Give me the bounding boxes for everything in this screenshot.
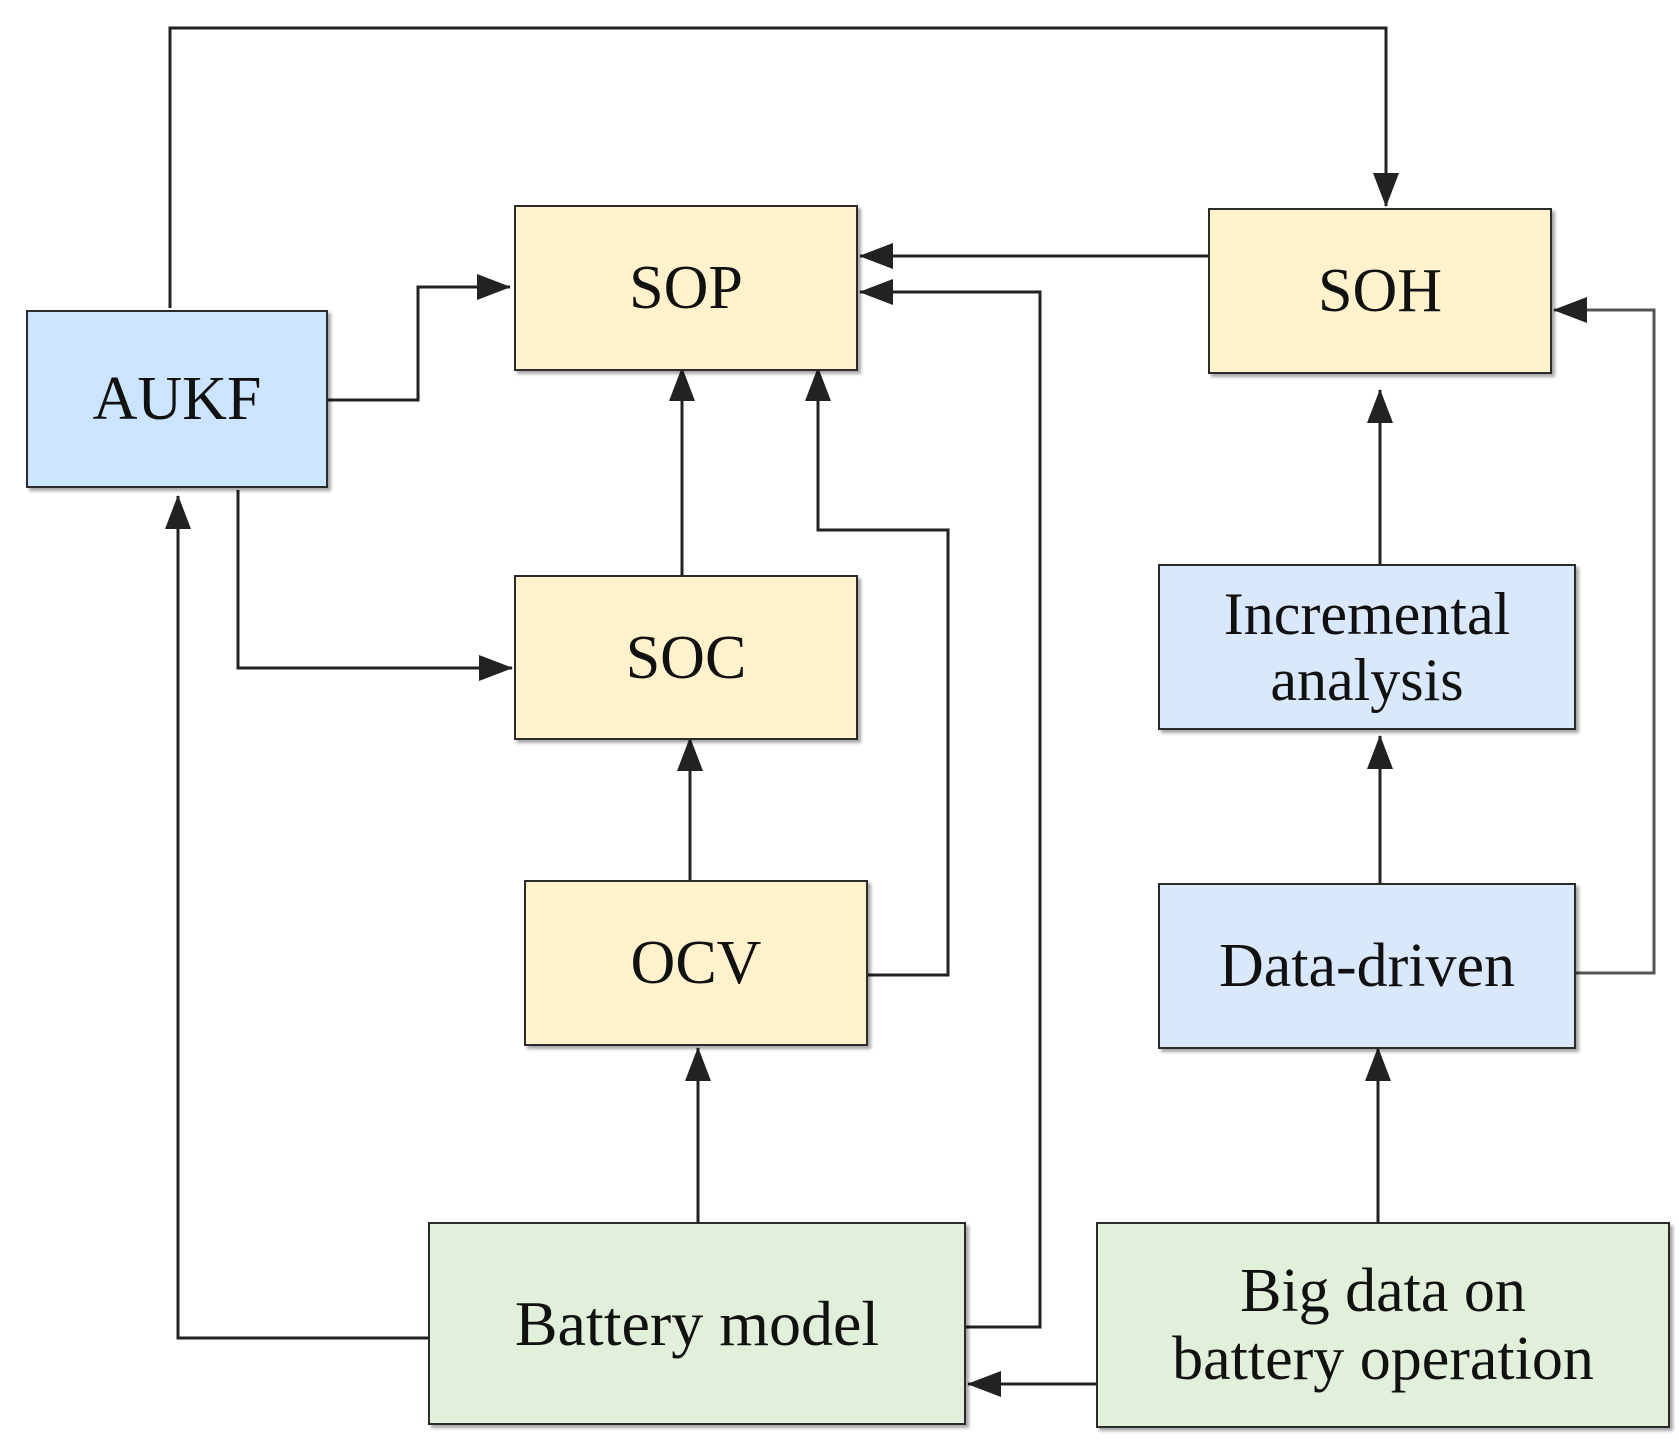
big-data-box: Big data on battery operation bbox=[1096, 1222, 1670, 1428]
incremental-label-line1: Incremental bbox=[1223, 581, 1511, 647]
data-driven-box: Data-driven bbox=[1158, 883, 1576, 1049]
arrow-aukf-to-soc bbox=[236, 490, 513, 681]
ocv-box: OCV bbox=[524, 880, 868, 1046]
arrow-ocv-to-sop bbox=[805, 367, 950, 977]
big-data-label-line1: Big data on bbox=[1240, 1256, 1526, 1325]
soc-label: SOC bbox=[625, 623, 747, 692]
aukf-box: AUKF bbox=[26, 310, 328, 488]
incremental-analysis-box: Incremental analysis bbox=[1158, 564, 1576, 730]
data-driven-label: Data-driven bbox=[1218, 932, 1516, 1000]
aukf-label: AUKF bbox=[92, 365, 262, 433]
soc-box: SOC bbox=[514, 575, 858, 740]
sop-label: SOP bbox=[629, 254, 743, 322]
soh-label: SOH bbox=[1317, 257, 1443, 325]
arrow-aukf-to-soh bbox=[168, 26, 1399, 308]
arrow-battery-model-to-sop bbox=[859, 279, 1042, 1329]
soh-box: SOH bbox=[1208, 208, 1552, 374]
battery-model-box: Battery model bbox=[428, 1222, 966, 1425]
ocv-label: OCV bbox=[630, 929, 762, 997]
arrow-aukf-to-sop bbox=[328, 274, 511, 402]
big-data-label-line2: battery operation bbox=[1172, 1325, 1594, 1393]
battery-model-label: Battery model bbox=[514, 1287, 880, 1359]
incremental-label-line2: analysis bbox=[1270, 647, 1464, 713]
arrow-battery-model-to-aukf bbox=[165, 495, 428, 1340]
sop-box: SOP bbox=[514, 205, 858, 371]
arrow-data-driven-to-soh bbox=[1553, 297, 1656, 975]
